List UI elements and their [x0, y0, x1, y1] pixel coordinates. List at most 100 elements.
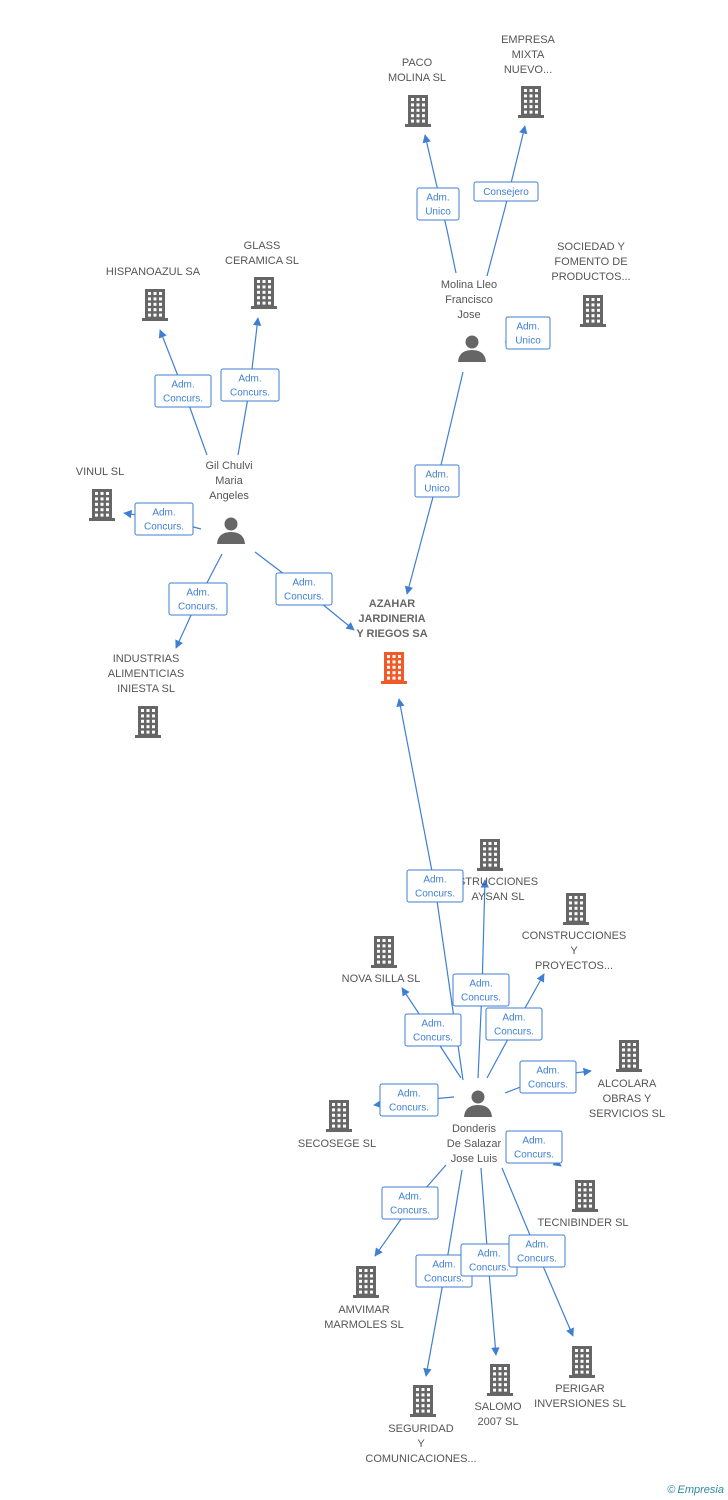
building-icon[interactable] — [580, 295, 606, 327]
building-window — [370, 1279, 373, 1283]
node-empresa[interactable]: EMPRESAMIXTANUEVO... — [501, 34, 556, 118]
building-window — [343, 1124, 346, 1128]
building-window — [580, 1349, 584, 1352]
building-window — [343, 1108, 346, 1112]
edge-molina-to-empresa[interactable] — [486, 125, 528, 277]
edge-label-text: Concurs. — [389, 1103, 429, 1114]
building-window — [580, 906, 583, 910]
node-label: CERAMICA SL — [225, 255, 299, 267]
node-label: GLASS — [244, 240, 281, 252]
edge-label-e11[interactable]: Adm.Concurs. — [452, 973, 510, 1007]
building-icon[interactable] — [569, 1346, 595, 1378]
person-head — [224, 517, 238, 531]
node-tecnibinder[interactable]: TECNIBINDER SL — [537, 1180, 629, 1229]
building-base — [405, 124, 431, 127]
edge-label-e14[interactable]: Adm.Concurs. — [519, 1060, 577, 1094]
node-secosege[interactable]: SECOSEGE SL — [298, 1100, 376, 1150]
node-label: SECOSEGE SL — [298, 1138, 376, 1150]
building-base — [89, 518, 115, 521]
edge-label-e12[interactable]: Adm.Concurs. — [485, 1007, 543, 1041]
building-window — [153, 313, 157, 317]
building-icon[interactable] — [371, 936, 397, 968]
edge-label-e3[interactable]: Adm.Unico — [505, 316, 551, 350]
building-window — [535, 110, 538, 114]
edge-label-text: Adm. — [397, 1089, 420, 1100]
building-window — [257, 280, 260, 283]
building-window — [583, 1193, 587, 1197]
edge-molina-to-paco[interactable] — [422, 134, 457, 274]
building-window — [574, 901, 578, 905]
building-icon[interactable] — [326, 1100, 352, 1132]
person-icon[interactable] — [217, 517, 245, 545]
building-icon[interactable] — [518, 86, 544, 118]
node-seguridad[interactable]: SEGURIDADYCOMUNICACIONES... — [365, 1385, 477, 1465]
watermark[interactable]: ©Empresia — [667, 1484, 724, 1496]
building-window — [141, 714, 144, 718]
building-window — [148, 292, 151, 295]
edge-label-e2[interactable]: Consejero — [473, 181, 539, 202]
building-icon[interactable] — [251, 277, 277, 309]
building-icon[interactable] — [381, 652, 407, 684]
edge-label-e8[interactable]: Adm.Concurs. — [168, 582, 228, 616]
building-icon[interactable] — [142, 289, 168, 321]
building-window — [569, 917, 572, 921]
edge-label-e15[interactable]: Adm. Concurs. — [379, 1083, 439, 1117]
edge-label-e20[interactable]: Adm.Concurs. — [508, 1234, 566, 1268]
edge-label-text: Adm. — [421, 1019, 444, 1030]
building-icon[interactable] — [410, 1385, 436, 1417]
node-glass[interactable]: GLASS CERAMICA SL — [225, 240, 299, 309]
building-icon[interactable] — [487, 1364, 513, 1396]
building-icon[interactable] — [135, 706, 161, 738]
building-window — [529, 110, 533, 114]
edge-labels-layer: Adm.UnicoConsejeroAdm.UnicoAdm.UnicoAdm.… — [134, 181, 577, 1288]
edge-label-e10[interactable]: Adm.Concurs. — [406, 869, 464, 903]
edge-label-e13[interactable]: Adm.Concurs. — [404, 1013, 462, 1047]
node-construcproy[interactable]: CONSTRUCCIONESYPROYECTOS... — [522, 893, 627, 972]
person-icon[interactable] — [458, 335, 486, 363]
node-novasilla[interactable]: NOVA SILLA SL — [342, 936, 421, 985]
building-window — [575, 1370, 578, 1374]
building-icon[interactable] — [572, 1180, 598, 1212]
node-hispanoazul[interactable]: HISPANOAZUL SA — [106, 266, 201, 321]
building-window — [106, 502, 109, 506]
node-vinul[interactable]: VINUL SL — [76, 466, 125, 521]
edge-label-e7[interactable]: Adm.Concurs. — [134, 502, 194, 536]
edge-label-e16[interactable]: Adm.Concurs. — [505, 1130, 563, 1164]
edge-label-e5[interactable]: Adm.Concurs. — [154, 374, 212, 408]
building-window — [622, 1053, 625, 1057]
node-label: 2007 SL — [478, 1416, 519, 1428]
edge-label-e4[interactable]: Adm.Unico — [414, 464, 460, 498]
edge-label-text: Concurs. — [415, 889, 455, 900]
building-icon[interactable] — [353, 1266, 379, 1298]
edge-label-e1[interactable]: Adm.Unico — [416, 187, 460, 221]
building-window — [488, 842, 492, 845]
node-label: Gil Chulvi — [205, 460, 252, 472]
building-icon[interactable] — [616, 1040, 642, 1072]
building-window — [535, 105, 538, 109]
building-window — [392, 676, 396, 680]
building-icon[interactable] — [563, 893, 589, 925]
edge-label-e6[interactable]: Adm.Concurs. — [220, 368, 280, 402]
edge-label-e19[interactable]: Adm.Concurs. — [460, 1243, 518, 1277]
edge-label-e9[interactable]: Adm.Concurs. — [275, 572, 333, 606]
building-window — [633, 1053, 636, 1057]
building-window — [359, 1279, 362, 1283]
building-icon[interactable] — [405, 95, 431, 127]
building-icon[interactable] — [477, 839, 503, 871]
building-icon[interactable] — [89, 489, 115, 521]
edge-label-text: Concurs. — [144, 522, 184, 533]
edge-label-e17[interactable]: Adm.Concurs. — [381, 1186, 439, 1220]
person-icon[interactable] — [464, 1090, 492, 1118]
